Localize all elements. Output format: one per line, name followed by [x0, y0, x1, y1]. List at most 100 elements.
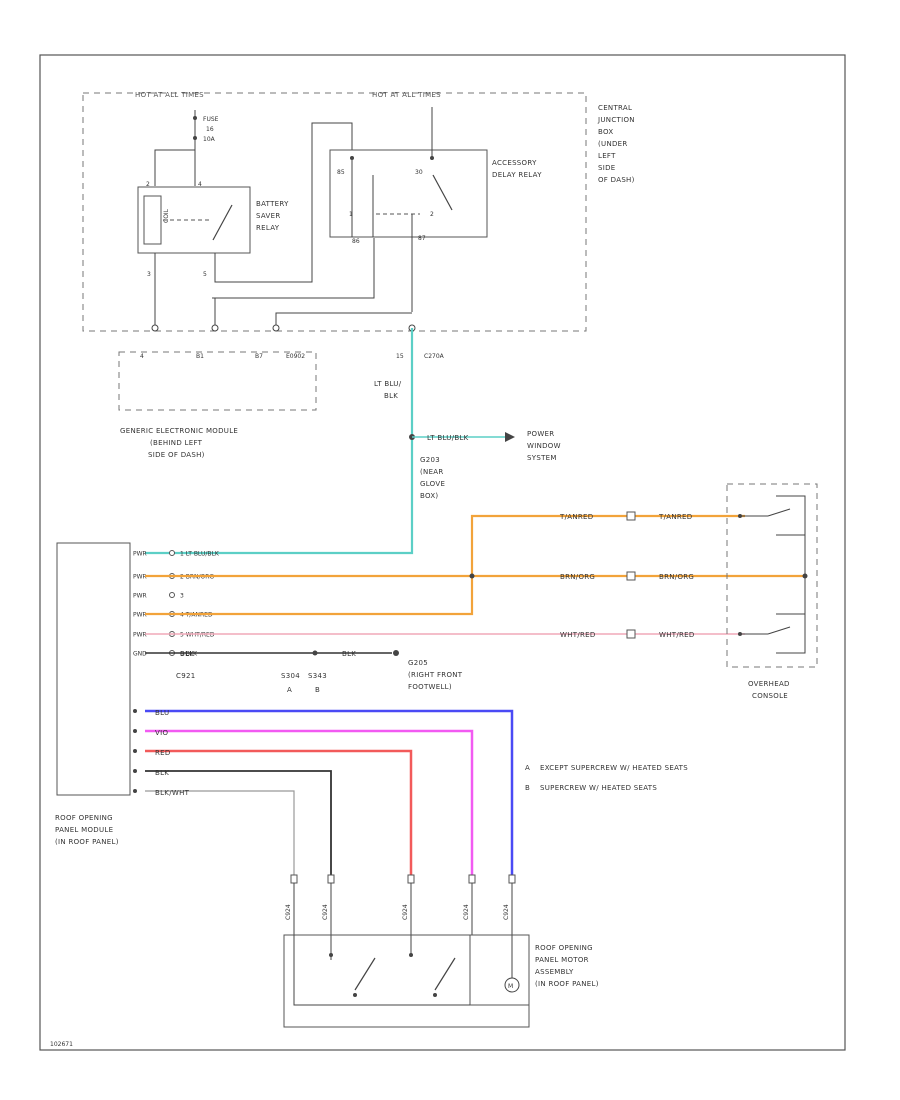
bsr-wire-bottom — [212, 238, 375, 299]
overhead-console-label: OVERHEAD CONSOLE — [748, 680, 789, 700]
wire-blk-wht — [145, 790, 295, 875]
c921-label: C921 — [176, 672, 195, 680]
accessory-delay-relay-box — [329, 149, 488, 238]
svg-text:CONSOLE: CONSOLE — [752, 692, 788, 700]
switch-2-top-node — [409, 953, 413, 957]
svg-text:CENTRAL: CENTRAL — [598, 104, 632, 112]
gem-box — [118, 351, 317, 411]
oc-common-wire — [776, 495, 806, 654]
module-pin-name: PWR — [133, 593, 147, 600]
power-window-label: POWER WINDOW SYSTEM — [527, 430, 561, 462]
wire-red — [145, 749, 413, 875]
inline-connector-2 — [626, 571, 636, 581]
blk-label-2: BLK — [342, 650, 356, 658]
module-pin-wire: 6 BLK — [180, 651, 198, 658]
roof-module-label: ROOF OPENING PANEL MODULE (IN ROOF PANEL… — [55, 814, 118, 846]
svg-text:ROOF OPENING: ROOF OPENING — [55, 814, 113, 822]
cjb-connector-3 — [272, 324, 280, 332]
bsr-wire-to-adr — [214, 122, 353, 283]
gem-label: GENERIC ELECTRONIC MODULE (BEHIND LEFT S… — [120, 427, 238, 459]
gem-link-wire — [275, 312, 412, 325]
module-pin-connector — [169, 592, 175, 598]
tan-red-label-2: T/ANRED — [658, 513, 692, 521]
svg-text:GLOVE: GLOVE — [420, 480, 445, 488]
svg-text:G203: G203 — [420, 456, 440, 464]
svg-text:LEFT: LEFT — [598, 152, 616, 160]
module-pin-name: GND — [133, 651, 147, 658]
note-a-key: A — [525, 764, 530, 772]
svg-text:C924: C924 — [463, 904, 470, 920]
bsr-pin-tl: 2 — [146, 181, 150, 188]
brn-org-label-2: BRN/ORG — [659, 573, 694, 581]
inline-connector-3 — [626, 629, 636, 639]
g203-label: G203 (NEAR GLOVE BOX) — [420, 456, 445, 500]
adr-pin-inner-right: 2 — [430, 211, 434, 218]
wire-vio — [145, 729, 474, 875]
fuse-node-bottom — [193, 136, 197, 140]
module-pin-wire: 1 LT BLU/BLK — [180, 551, 220, 558]
svg-text:BATTERY: BATTERY — [256, 200, 289, 208]
overhead-console-box — [726, 483, 818, 668]
splice-wire-label: LT BLU/BLK — [427, 434, 469, 442]
wire-label-lt-blu: LT BLU/ — [374, 380, 402, 388]
adr-pin-br: 87 — [418, 235, 426, 242]
module-pin-name: PWR — [133, 574, 147, 581]
note-b-text: SUPERCREW W/ HEATED SEATS — [540, 784, 657, 792]
svg-text:PANEL MOTOR: PANEL MOTOR — [535, 956, 589, 964]
blu-label: BLU — [155, 709, 169, 717]
fuse-node-top — [193, 116, 197, 120]
battery-saver-relay-label: BATTERY SAVER RELAY — [256, 200, 289, 232]
gem-pin-2: B1 — [196, 353, 204, 360]
splice-s304 — [312, 650, 318, 656]
bsr-pin-br: 5 — [203, 271, 207, 278]
svg-text:M: M — [508, 983, 513, 990]
wire-blk-motor — [145, 770, 332, 875]
svg-text:(RIGHT FRONT: (RIGHT FRONT — [408, 671, 463, 679]
module-pin-connector — [169, 550, 175, 556]
svg-text:G205: G205 — [408, 659, 428, 667]
junction-box-location: CENTRAL JUNCTION BOX (UNDER LEFT SIDE OF… — [597, 104, 635, 184]
central-junction-box — [82, 92, 587, 332]
svg-text:(UNDER: (UNDER — [598, 140, 628, 148]
wht-red-label-2: WHT/RED — [659, 631, 695, 639]
vio-label: VIO — [155, 729, 168, 737]
adr-switch — [432, 174, 453, 211]
diagram-code: 102671 — [50, 1041, 73, 1048]
adr-node-85 — [350, 156, 354, 160]
svg-text:DELAY RELAY: DELAY RELAY — [492, 171, 542, 179]
accessory-delay-relay-label: ACCESSORY DELAY RELAY — [492, 159, 542, 179]
svg-text:ACCESSORY: ACCESSORY — [492, 159, 537, 167]
switch-1 — [354, 957, 376, 991]
s304-note: A — [287, 686, 292, 694]
brn-org-label-1: BRN/ORG — [560, 573, 595, 581]
inline-connector-1 — [626, 511, 636, 521]
cjb-connector-1 — [151, 324, 159, 332]
fuse-number: 16 — [206, 126, 214, 133]
s304-label: S304 — [281, 672, 300, 680]
svg-text:BOX: BOX — [598, 128, 613, 136]
cjb-pin: 15 — [396, 353, 404, 360]
oc-switch-2 — [767, 626, 791, 635]
svg-text:SIDE OF DASH): SIDE OF DASH) — [148, 451, 205, 459]
blk-motor-label: BLK — [155, 769, 169, 777]
tan-red-label-1: T/ANRED — [559, 513, 593, 521]
switch-1-top-node — [329, 953, 333, 957]
fuse-rating: 10A — [203, 136, 216, 143]
roof-module-box — [56, 542, 131, 796]
svg-text:ASSEMBLY: ASSEMBLY — [535, 968, 574, 976]
oc-node — [802, 573, 808, 579]
svg-text:C924: C924 — [285, 904, 292, 920]
adr-node-30 — [430, 156, 434, 160]
gem-pin-3: B7 — [255, 353, 263, 360]
svg-text:FOOTWELL): FOOTWELL) — [408, 683, 452, 691]
note-b-key: B — [525, 784, 530, 792]
module-pin-wire: 3 — [180, 593, 184, 600]
note-a-text: EXCEPT SUPERCREW W/ HEATED SEATS — [540, 764, 688, 772]
adr-pin-bl: 86 — [352, 238, 360, 245]
s343-note: B — [315, 686, 320, 694]
svg-text:RELAY: RELAY — [256, 224, 280, 232]
arrow-icon — [505, 432, 515, 442]
